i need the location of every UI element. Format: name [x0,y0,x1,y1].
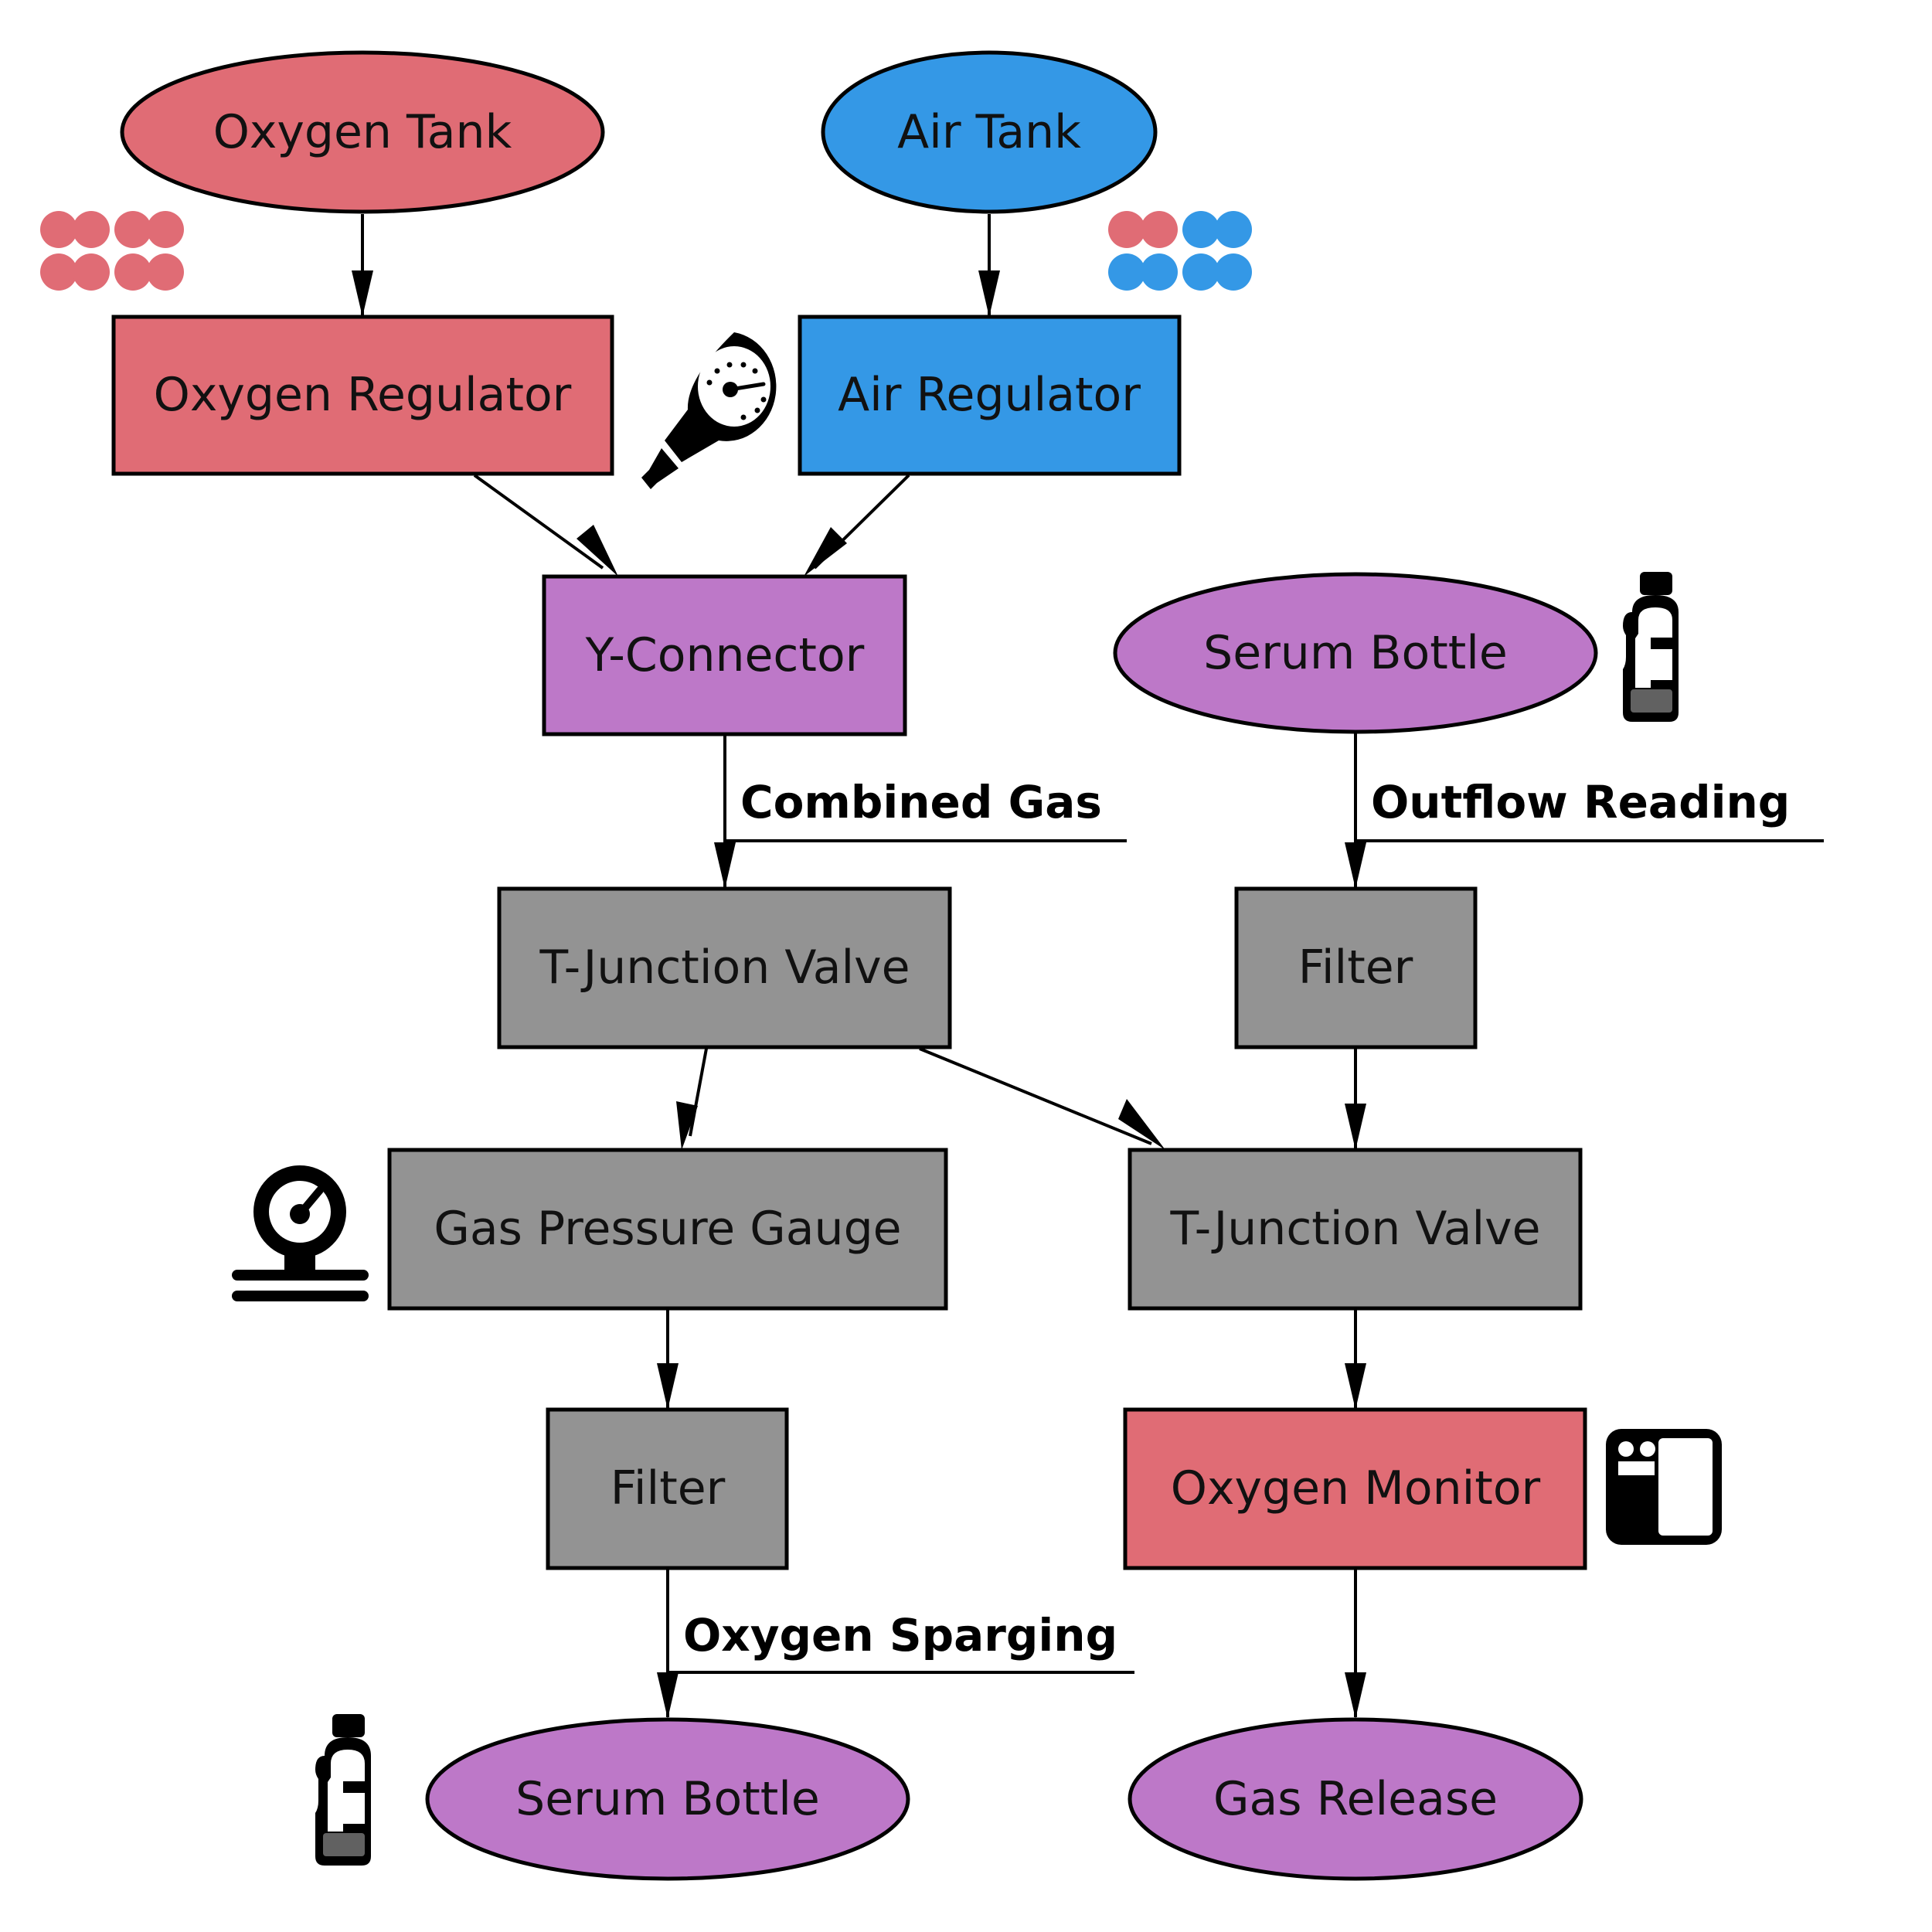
node-label: T-Junction Valve [1169,1202,1540,1256]
node-shape [387,1148,948,1311]
node-filter-left[interactable]: Filter [546,1407,789,1570]
edges [352,214,1824,1719]
pressure-gauge-icon [232,1165,369,1301]
node-shape [111,315,614,476]
node-air-tank[interactable]: Air Tank [821,50,1158,214]
node-oxygen-tank[interactable]: Oxygen Tank [120,50,605,214]
node-label: Y-Connector [585,628,865,682]
node-shape [1128,1717,1583,1881]
node-label: Filter [611,1461,726,1515]
node-label: Gas Pressure Gauge [434,1202,901,1256]
node-shape [546,1407,789,1570]
arrowhead [1345,1363,1366,1410]
air-molecule-icon [1108,211,1252,291]
pressure-regulator-icon [641,332,777,489]
node-label: Oxygen Regulator [154,368,572,422]
node-shape [798,315,1182,476]
node-label: Oxygen Tank [213,105,512,159]
node-label: Gas Release [1213,1772,1498,1826]
arrowhead [352,270,373,317]
arrowhead [1345,1672,1366,1719]
node-label: Oxygen Monitor [1171,1461,1541,1515]
node-label: Air Tank [897,105,1081,159]
arrowhead [577,525,618,577]
edge-label-combined-gas: Combined Gas [740,776,1102,828]
node-oxygen-monitor[interactable]: Oxygen Monitor [1123,1407,1587,1570]
node-gas-pressure-gauge[interactable]: Gas Pressure Gauge [387,1148,948,1311]
node-label: T-Junction Valve [539,940,910,995]
node-shape [542,574,907,736]
edge-oxygen-regulator-to-y-connector [473,474,604,570]
node-shape [1234,886,1478,1049]
arrowhead [714,842,736,889]
node-shape [497,886,952,1049]
bottle-icon [315,1714,371,1866]
arrowhead [657,1363,679,1410]
arrowhead [978,270,1000,317]
node-serum-bottle-bottom[interactable]: Serum Bottle [425,1717,910,1881]
node-label: Serum Bottle [515,1772,820,1826]
node-oxygen-regulator[interactable]: Oxygen Regulator [111,315,614,476]
node-gas-release[interactable]: Gas Release [1128,1717,1583,1881]
node-label: Serum Bottle [1203,626,1508,680]
node-label: Air Regulator [838,368,1141,422]
edge-label-outflow-reading: Outflow Reading [1371,776,1790,828]
node-air-regulator[interactable]: Air Regulator [798,315,1182,476]
bottle-icon [1623,572,1679,722]
monitor-device-icon [1606,1429,1722,1545]
node-t-junction-valve-2[interactable]: T-Junction Valve [1128,1148,1583,1311]
edge-t-junction-valve-to-t-junction-valve [919,1047,1152,1145]
node-label: Filter [1298,940,1413,995]
arrowhead [1345,1104,1366,1150]
node-shape [1128,1148,1583,1311]
node-t-junction-valve-1[interactable]: T-Junction Valve [497,886,952,1049]
edge-label-oxygen-sparging: Oxygen Sparging [683,1609,1117,1662]
arrowhead [804,527,847,577]
oxygen-molecule-icon [40,211,184,291]
arrowhead [1345,842,1366,889]
edge-t-junction-valve-to-gas-pressure-gauge [689,1048,708,1137]
arrowhead [676,1101,698,1150]
arrowhead [657,1672,679,1719]
arrowhead [1118,1099,1165,1150]
node-serum-bottle-top[interactable]: Serum Bottle [1113,572,1598,734]
node-shape [120,50,605,214]
node-shape [1123,1407,1587,1570]
node-filter-right[interactable]: Filter [1234,886,1478,1049]
node-shape [1113,572,1598,734]
node-shape [821,50,1158,214]
node-shape [425,1717,910,1881]
node-y-connector[interactable]: Y-Connector [542,574,907,736]
